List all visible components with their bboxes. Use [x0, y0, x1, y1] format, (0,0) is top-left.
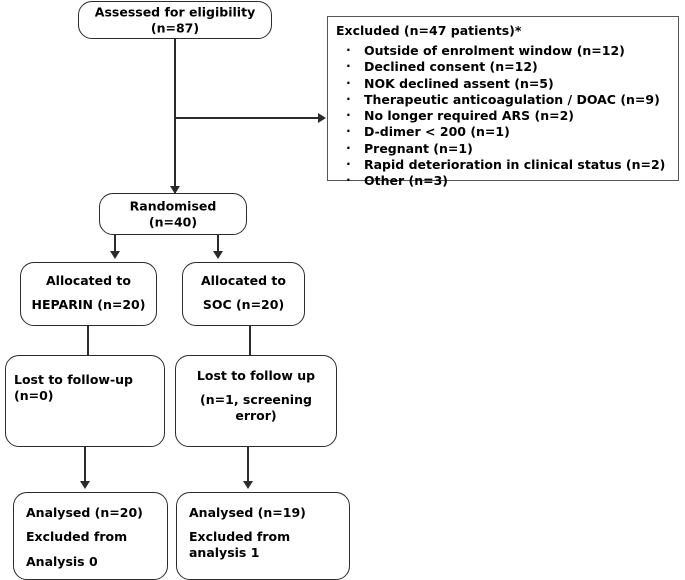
connector-soc-to-lost	[249, 326, 251, 355]
arrowhead-analysed-heparin	[80, 481, 90, 489]
lost-soc-line-1: Lost to follow up	[196, 368, 316, 383]
list-item: D-dimer < 200 (n=1)	[342, 123, 672, 140]
list-item: No longer required ARS (n=2)	[342, 107, 672, 124]
analysed-soc-line-2: Excluded from	[189, 529, 291, 545]
node-lost-soc: Lost to follow up (n=1, screening error)	[175, 355, 337, 447]
list-item: Pregnant (n=1)	[342, 140, 672, 157]
connector-randomised-to-soc	[217, 235, 219, 253]
node-randomised-text: Randomised (n=40)	[100, 198, 246, 229]
node-excluded: Excluded (n=47 patients)* Outside of enr…	[327, 16, 679, 189]
connector-randomised-to-heparin	[114, 235, 116, 253]
arrowhead-randomised	[170, 186, 180, 194]
node-lost-heparin: Lost to follow-up (n=0)	[5, 355, 165, 447]
connector-assessed-to-randomised	[174, 39, 176, 194]
connector-to-excluded	[174, 117, 319, 119]
connector-heparin-to-lost	[87, 326, 89, 355]
arrowhead-allocated-soc	[213, 251, 223, 259]
analysed-soc-line-3: analysis 1	[189, 545, 260, 561]
connector-lost-soc-to-analysed	[247, 447, 249, 483]
randomised-line-1: Randomised	[129, 198, 217, 214]
list-item: NOK declined assent (n=5)	[342, 75, 672, 92]
allocated-heparin-line-1: Allocated to	[46, 273, 131, 288]
arrowhead-excluded	[318, 113, 326, 123]
list-item: Therapeutic anticoagulation / DOAC (n=9)	[342, 91, 672, 108]
node-allocated-heparin-text: Allocated to HEPARIN (n=20)	[21, 273, 156, 313]
lost-soc-line-2: (n=1, screening error)	[200, 392, 312, 424]
node-analysed-heparin: Analysed (n=20) Excluded from Analysis 0	[13, 492, 168, 580]
analysed-heparin-line-1: Analysed (n=20)	[26, 505, 143, 520]
list-item: Rapid deterioration in clinical status (…	[342, 156, 672, 173]
assessed-line-1: Assessed for eligibility	[94, 4, 256, 20]
connector-lost-heparin-to-analysed	[84, 447, 86, 483]
arrowhead-analysed-soc	[243, 481, 253, 489]
node-analysed-heparin-text: Analysed (n=20) Excluded from Analysis 0	[14, 505, 167, 569]
randomised-line-2: (n=40)	[148, 214, 198, 229]
node-assessed-text: Assessed for eligibility (n=87)	[79, 4, 271, 35]
assessed-line-2: (n=87)	[150, 20, 200, 35]
node-analysed-soc-text: Analysed (n=19) Excluded from analysis 1	[177, 505, 349, 561]
node-assessed-for-eligibility: Assessed for eligibility (n=87)	[78, 1, 272, 39]
node-lost-soc-text: Lost to follow up (n=1, screening error)	[176, 368, 336, 424]
node-allocated-heparin: Allocated to HEPARIN (n=20)	[20, 262, 157, 326]
node-analysed-soc: Analysed (n=19) Excluded from analysis 1	[176, 492, 350, 580]
lost-heparin-line-1: Lost to follow-up (n=0)	[14, 372, 134, 403]
allocated-heparin-line-2: HEPARIN (n=20)	[31, 297, 146, 313]
analysed-soc-line-1: Analysed (n=19)	[189, 505, 306, 520]
node-lost-heparin-text: Lost to follow-up (n=0)	[6, 372, 164, 403]
excluded-title: Excluded (n=47 patients)*	[336, 23, 522, 38]
allocated-soc-line-1: Allocated to	[201, 273, 286, 288]
list-item: Other (n=3)	[342, 172, 672, 189]
analysed-heparin-line-3: Analysis 0	[26, 553, 98, 569]
excluded-reason-list: Outside of enrolment window (n=12) Decli…	[342, 42, 672, 190]
node-allocated-soc-text: Allocated to SOC (n=20)	[183, 273, 304, 313]
analysed-heparin-line-2: Excluded from	[26, 529, 128, 545]
arrowhead-allocated-heparin	[110, 251, 120, 259]
node-allocated-soc: Allocated to SOC (n=20)	[182, 262, 305, 326]
list-item: Outside of enrolment window (n=12)	[342, 42, 672, 59]
allocated-soc-line-2: SOC (n=20)	[202, 297, 285, 313]
node-randomised: Randomised (n=40)	[99, 193, 247, 235]
list-item: Declined consent (n=12)	[342, 58, 672, 75]
